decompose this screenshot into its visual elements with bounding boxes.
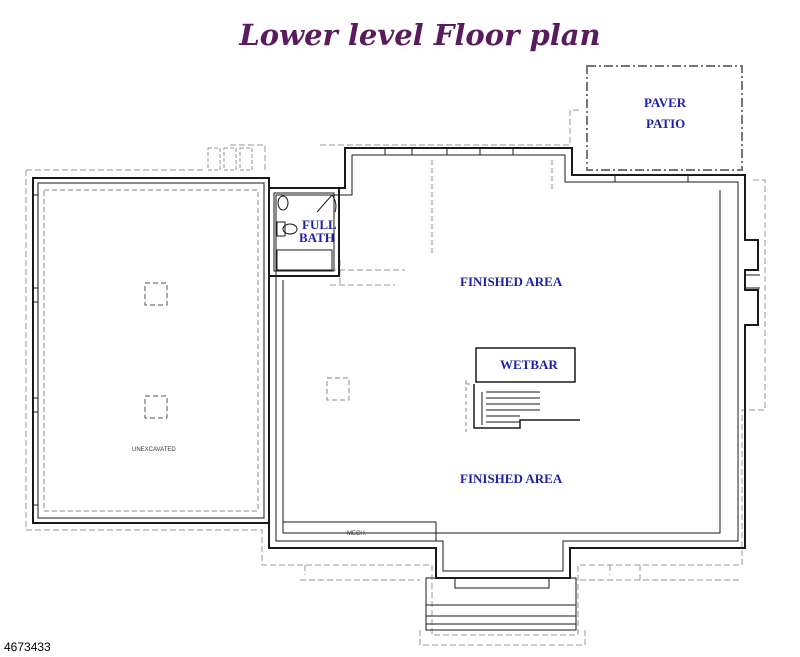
listing-id: 4673433	[4, 640, 51, 654]
page-title: Lower level Floor plan	[239, 18, 601, 52]
dashed-outline	[25, 109, 766, 646]
paver-patio-label-line2: PATIO	[646, 116, 685, 131]
paver-patio	[586, 65, 743, 171]
unexcavated-label: UNEXCAVATED	[132, 447, 176, 453]
paver-patio-label-line1: PAVER	[644, 95, 687, 110]
finished-area-top-label: FINISHED AREA	[460, 274, 563, 289]
entry-steps	[425, 577, 577, 631]
full-bath-label-line1: FULL	[302, 217, 337, 232]
unexcavated-wing	[32, 177, 270, 524]
wetbar	[475, 347, 576, 383]
wetbar-label: WETBAR	[500, 357, 558, 372]
full-bath	[268, 187, 340, 277]
interior-dashed	[326, 160, 553, 401]
finished-area-bottom-label: FINISHED AREA	[460, 471, 563, 486]
full-bath-label-line2: BATH	[299, 230, 335, 245]
stairs	[465, 380, 580, 432]
mech-label: MECH.	[347, 531, 367, 537]
chimney-blocks	[207, 147, 253, 171]
